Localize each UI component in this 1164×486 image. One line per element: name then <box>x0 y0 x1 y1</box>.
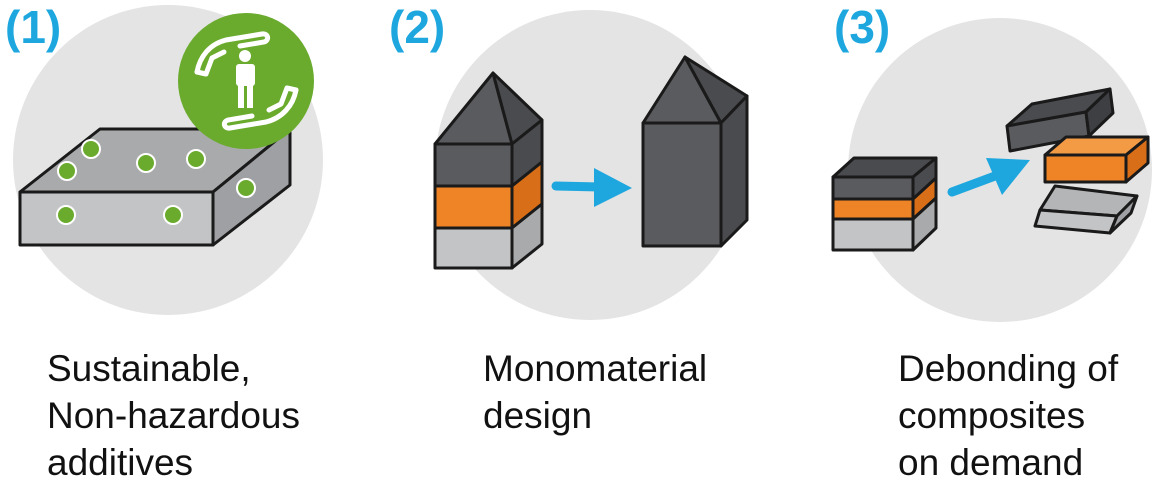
caption-line: additives <box>47 442 194 483</box>
mono-prism <box>641 55 749 248</box>
additive-dot <box>81 139 101 159</box>
additive-dot <box>236 178 256 198</box>
human-protection-icon <box>178 13 314 149</box>
separated-orange-layer <box>1043 135 1150 184</box>
caption-line: on demand <box>898 442 1084 483</box>
separated-dark-layer <box>1005 87 1115 153</box>
additive-dots <box>56 139 256 225</box>
caption-line: composites <box>898 395 1086 436</box>
layered-prism <box>433 71 544 270</box>
step-number-3: (3) <box>834 1 891 53</box>
step-number-1: (1) <box>5 1 62 53</box>
caption-line: Non-hazardous <box>47 395 300 436</box>
caption-line: design <box>483 395 593 436</box>
additive-dot <box>186 149 206 169</box>
caption-2: Monomaterial design <box>483 345 707 439</box>
panel-3-graphic <box>831 18 1152 322</box>
additive-dot <box>57 161 77 181</box>
arrow-up-right-icon <box>947 158 1030 197</box>
additive-dot <box>163 205 183 225</box>
composite-stack <box>831 156 938 252</box>
caption-line: Sustainable, <box>47 348 251 389</box>
panel-2-graphic <box>433 10 749 320</box>
caption-1: Sustainable, Non-hazardous additives <box>47 345 300 486</box>
arrow-right-icon <box>551 168 632 207</box>
separated-light-layer <box>1033 184 1139 235</box>
caption-line: Monomaterial <box>483 348 708 389</box>
panel-1-graphic <box>13 5 323 315</box>
caption-line: Debonding of <box>898 348 1119 389</box>
step-number-2: (2) <box>389 1 446 53</box>
additive-dot <box>136 153 156 173</box>
additive-dot <box>56 205 76 225</box>
caption-3: Debonding of composites on demand <box>898 345 1118 486</box>
